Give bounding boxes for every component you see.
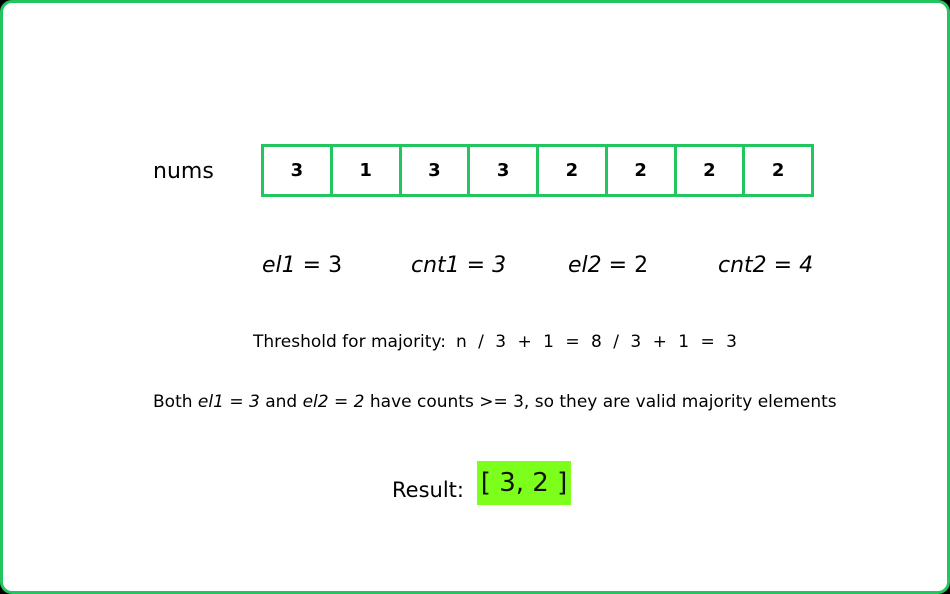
array-cell: 2 <box>677 147 746 194</box>
el1-variable: el1 = 3 <box>262 251 342 281</box>
cnt2-value: 4 <box>799 253 814 278</box>
cnt1-equals: = <box>459 253 493 278</box>
array-cell: 2 <box>539 147 608 194</box>
el2-value: 2 <box>634 253 649 278</box>
note-el1: el1 = 3 <box>197 392 260 412</box>
el2-equals: = <box>601 253 635 278</box>
threshold-formula: n / 3 + 1 = 8 / 3 + 1 = 3 <box>456 332 740 352</box>
result-label: Result: <box>392 478 464 502</box>
array-cell: 3 <box>470 147 539 194</box>
array-cell: 1 <box>333 147 402 194</box>
cnt1-name: cnt1 <box>411 253 460 278</box>
nums-label: nums <box>153 159 214 184</box>
array-cell: 3 <box>264 147 333 194</box>
result-value: [ 3, 2 ] <box>477 461 571 505</box>
cnt1-variable: cnt1 = 3 <box>411 251 506 281</box>
threshold-label: Threshold for majority: <box>253 332 446 352</box>
cnt1-value: 3 <box>492 253 507 278</box>
cnt2-variable: cnt2 = 4 <box>718 251 813 281</box>
el1-name: el1 <box>262 253 296 278</box>
note-suffix: have counts >= 3, so they are valid majo… <box>364 392 837 412</box>
cnt2-name: cnt2 <box>718 253 767 278</box>
majority-note: Both el1 = 3 and el2 = 2 have counts >= … <box>153 390 837 414</box>
el1-value: 3 <box>328 253 343 278</box>
cnt2-equals: = <box>766 253 800 278</box>
el1-equals: = <box>295 253 329 278</box>
note-prefix: Both <box>153 392 198 412</box>
el2-name: el2 <box>568 253 602 278</box>
array-cell: 2 <box>771 160 785 181</box>
threshold-line: Threshold for majority: n / 3 + 1 = 8 / 3… <box>253 330 740 354</box>
array-cell: 2 <box>608 147 677 194</box>
el2-variable: el2 = 2 <box>568 251 648 281</box>
note-and: and <box>259 392 303 412</box>
array-cell: 3 <box>402 147 471 194</box>
nums-array: 3 1 3 3 2 2 2 2 <box>261 144 814 197</box>
note-el2: el2 = 2 <box>302 392 365 412</box>
